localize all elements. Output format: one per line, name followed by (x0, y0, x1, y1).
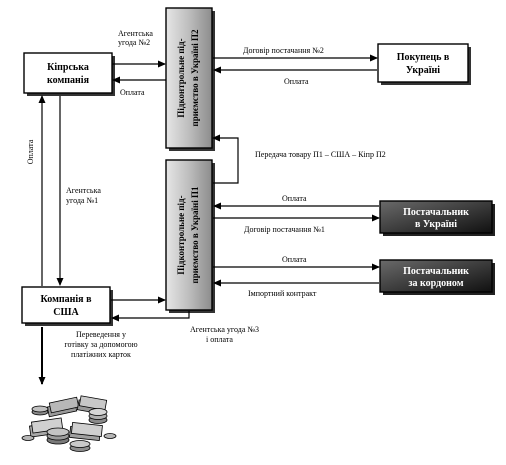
label-payment-p2-cyprus: Оплата (120, 88, 145, 97)
node-usa-line1: Компанія в (41, 294, 93, 305)
label-payment-usa-cyprus: Оплата (26, 139, 35, 164)
node-supplier-ukraine-line2: в Україні (415, 219, 457, 230)
label-supply2: Договір постачання №2 (243, 46, 324, 55)
node-buyer: Покупець в Україні (377, 43, 471, 85)
label-agency2-line1: Агентська (118, 29, 153, 38)
node-p2-line2: приємство в Україні П2 (190, 29, 200, 126)
label-agency3-line1: Агентська угода №3 (190, 325, 259, 334)
label-cash-line1: Переведення у (76, 330, 126, 339)
node-supplier-ukraine: Постачальник в Україні (379, 200, 495, 236)
node-p2-line1: Підконтрольне під- (176, 38, 186, 117)
edges (38, 54, 380, 385)
label-agency1-line1: Агентська (66, 186, 101, 195)
label-agency2-line2: угода №2 (118, 38, 150, 47)
money-stack-icon (21, 395, 117, 452)
label-supply1: Договір постачання №1 (244, 225, 325, 234)
label-payment-supplier-ua: Оплата (282, 194, 307, 203)
node-usa-company: Компанія в США (21, 286, 113, 326)
node-cyprus-line2: компанія (47, 75, 90, 86)
node-p1: Підконтрольне під- приємство в Україні П… (165, 159, 215, 313)
label-payment-supplier-abroad: Оплата (282, 255, 307, 264)
node-cyprus-company: Кіпрська компанія (23, 52, 115, 96)
label-cash-line3: платіжних карток (71, 350, 131, 359)
node-buyer-line1: Покупець в (397, 52, 450, 63)
label-transfer: Передача товару П1 – США – Кіпр П2 (255, 150, 386, 159)
node-cyprus-line1: Кіпрська (47, 62, 89, 73)
label-import-contract: Імпортний контракт (248, 289, 317, 298)
node-supplier-abroad-line2: за кордоном (408, 278, 463, 289)
node-supplier-abroad-line1: Постачальник (403, 266, 469, 277)
node-p2: Підконтрольне під- приємство в Україні П… (165, 7, 215, 151)
arrow-agency3 (111, 311, 190, 322)
label-payment-buyer: Оплата (284, 77, 309, 86)
label-agency3-line2: і оплата (206, 335, 233, 344)
label-cash-line2: готівку за допомогою (64, 340, 137, 349)
node-buyer-line2: Україні (406, 65, 440, 76)
arrow-transfer (212, 134, 239, 184)
node-supplier-abroad: Постачальник за кордоном (379, 259, 495, 295)
node-usa-line2: США (53, 307, 79, 318)
label-agency1-line2: угода №1 (66, 196, 98, 205)
node-p1-line1: Підконтрольне під- (176, 195, 186, 274)
node-supplier-ukraine-line1: Постачальник (403, 207, 469, 218)
node-p1-line2: приємство в Україні П1 (190, 186, 200, 283)
